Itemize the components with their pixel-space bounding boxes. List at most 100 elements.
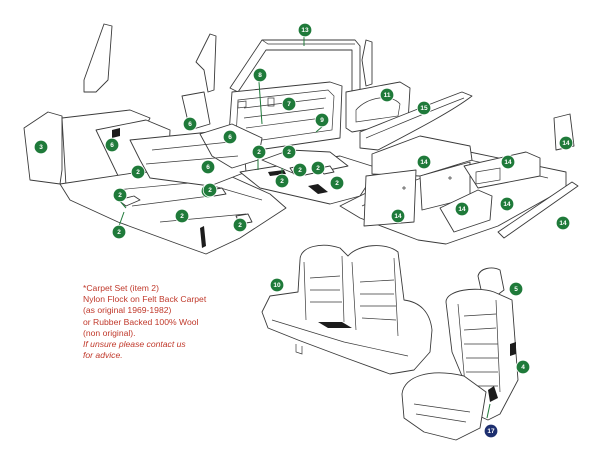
- callout-2: 2: [232, 217, 248, 233]
- note-line: or Rubber Backed 100% Wool: [83, 316, 199, 327]
- callout-circle: [222, 129, 238, 145]
- callout-label: 14: [420, 159, 428, 166]
- rear-parcel-shelf: [359, 91, 473, 151]
- callout-14: 14: [416, 154, 432, 170]
- note-line: Nylon Flock on Felt Back Carpet: [83, 294, 207, 305]
- callout-circle: [174, 208, 190, 224]
- callout-label: 8: [258, 72, 262, 79]
- callout-label: 2: [136, 169, 140, 176]
- callout-circle: [200, 159, 216, 175]
- callout-circle: [252, 67, 268, 83]
- callout-circle: [416, 154, 432, 170]
- callout-10: 10: [269, 277, 285, 293]
- callout-circle: [314, 112, 330, 128]
- callout-label: 14: [504, 159, 512, 166]
- callout-label: 2: [280, 178, 284, 185]
- callout-2: 2: [174, 208, 190, 224]
- callout-2: 2: [310, 160, 326, 176]
- callout-2: 2: [274, 173, 290, 189]
- callout-label: 14: [503, 201, 511, 208]
- callout-label: 6: [228, 134, 232, 141]
- callout-circle: [292, 162, 308, 178]
- callout-2: 2: [292, 162, 308, 178]
- callout-badges: 1387911153666622222222222221414141414141…: [33, 22, 574, 439]
- callout-circle: [33, 139, 49, 155]
- callout-5: 5: [508, 281, 524, 297]
- callout-14: 14: [454, 201, 470, 217]
- callout-circle: [499, 196, 515, 212]
- callout-circle: [390, 208, 406, 224]
- callout-14: 14: [555, 215, 571, 231]
- callout-14: 14: [390, 208, 406, 224]
- callout-label: 2: [208, 187, 212, 194]
- callout-circle: [281, 144, 297, 160]
- callout-6: 6: [200, 159, 216, 175]
- callout-13: 13: [297, 22, 313, 38]
- callout-label: 6: [188, 121, 192, 128]
- callout-8: 8: [252, 67, 268, 83]
- callout-circle: [379, 87, 395, 103]
- note-line: (as original 1969-1982): [83, 305, 172, 316]
- callout-circle: [555, 215, 571, 231]
- callout-4: 4: [515, 359, 531, 375]
- callout-circle: [310, 160, 326, 176]
- callout-2: 2: [202, 182, 218, 198]
- callout-circle: [297, 22, 313, 38]
- callout-circle: [558, 135, 574, 151]
- callout-label: 11: [384, 92, 391, 99]
- callout-leaders: [118, 36, 491, 419]
- callout-label: 14: [559, 220, 567, 227]
- callout-label: 2: [117, 229, 121, 236]
- callout-circle: [130, 164, 146, 180]
- callout-circle: [232, 217, 248, 233]
- callout-2: 2: [111, 224, 127, 240]
- callout-label: 2: [257, 149, 261, 156]
- rear-bench-seat: [261, 244, 433, 375]
- callout-label: 17: [487, 428, 495, 435]
- callout-circle: [202, 182, 218, 198]
- callout-9: 9: [314, 112, 330, 128]
- callout-circle: [251, 144, 267, 160]
- callout-2: 2: [112, 187, 128, 203]
- callout-circle: [281, 96, 297, 112]
- callout-14: 14: [500, 154, 516, 170]
- callout-17: 17: [483, 423, 499, 439]
- callout-label: 14: [458, 206, 466, 213]
- callout-2: 2: [329, 175, 345, 191]
- front-seat: [401, 267, 519, 441]
- callout-7: 7: [281, 96, 297, 112]
- callout-label: 2: [238, 222, 242, 229]
- callout-label: 14: [562, 140, 570, 147]
- door-frame-trim: [83, 23, 373, 103]
- callout-6: 6: [104, 137, 120, 153]
- callout-circle: [274, 173, 290, 189]
- callout-circle: [112, 187, 128, 203]
- callout-circle: [182, 116, 198, 132]
- callout-label: 2: [298, 167, 302, 174]
- callout-6: 6: [182, 116, 198, 132]
- callout-14: 14: [499, 196, 515, 212]
- callout-label: 3: [39, 144, 43, 151]
- callout-2: 2: [251, 144, 267, 160]
- callout-circle: [111, 224, 127, 240]
- callout-label: 5: [514, 286, 518, 293]
- note-advice-line: If unsure please contact us: [83, 339, 186, 350]
- callout-circle: [329, 175, 345, 191]
- callout-label: 2: [335, 180, 339, 187]
- callout-circle: [515, 359, 531, 375]
- callout-label: 7: [287, 101, 291, 108]
- callout-label: 2: [180, 213, 184, 220]
- callout-2: 2: [281, 144, 297, 160]
- transmission-tunnel-carpet: [129, 91, 263, 187]
- callout-label: 2: [316, 165, 320, 172]
- callout-label: 14: [394, 213, 402, 220]
- callout-14: 14: [558, 135, 574, 151]
- carpet-set-note: *Carpet Set (item 2) Nylon Flock on Felt…: [83, 283, 273, 361]
- callout-6: 6: [222, 129, 238, 145]
- note-line: *Carpet Set (item 2): [83, 283, 159, 293]
- callout-label: 4: [521, 364, 525, 371]
- note-line: (non original).: [83, 327, 136, 338]
- callout-circle: [483, 423, 499, 439]
- callout-circle: [416, 100, 432, 116]
